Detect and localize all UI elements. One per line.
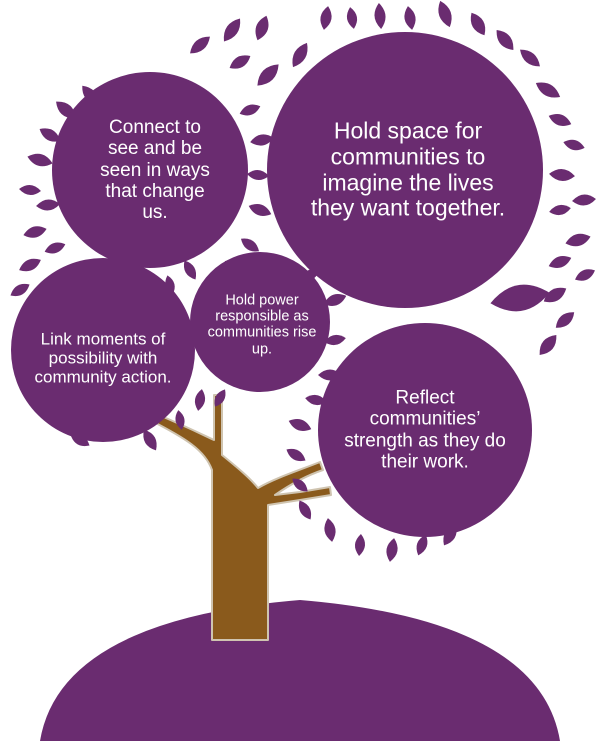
hill [40, 600, 560, 741]
leaf [320, 6, 332, 30]
leaf [286, 448, 306, 462]
leaf [248, 204, 272, 216]
leaf [239, 104, 261, 116]
leaf [298, 500, 312, 520]
bubble-circle-connect [52, 72, 248, 268]
bubble-circle-hold-power [190, 252, 330, 392]
bubble-circle-hold-space [267, 32, 543, 308]
leaf [438, 0, 452, 28]
leaf [496, 30, 514, 50]
bubble-hold-power: Hold power responsible as communities ri… [207, 292, 317, 358]
leaf [292, 478, 308, 492]
leaf [44, 242, 66, 254]
leaf [19, 258, 41, 272]
leaf [247, 170, 269, 180]
bubble-circle-link [11, 258, 195, 442]
leaf [535, 82, 561, 98]
leaf [39, 128, 61, 142]
leaf [386, 538, 398, 562]
leaf [416, 534, 428, 556]
leaf [575, 269, 595, 281]
leaf [288, 419, 312, 431]
leaf [549, 204, 571, 216]
leaf [292, 42, 308, 68]
bubble-link: Link moments of possibility with communi… [34, 329, 172, 387]
leaf [548, 114, 572, 126]
leaf [548, 256, 572, 268]
leaf [490, 284, 550, 312]
leaf [240, 238, 260, 252]
leaf [223, 18, 241, 42]
leaf [257, 64, 279, 86]
leaf [470, 12, 486, 36]
leaf [183, 260, 197, 280]
leaf [549, 169, 575, 181]
leaf [305, 394, 327, 406]
leaf [543, 287, 567, 303]
leaf [555, 312, 575, 328]
leaf [255, 15, 269, 41]
leaf [10, 283, 30, 297]
leaf [355, 534, 365, 556]
leaf [565, 233, 591, 247]
leaf [346, 7, 358, 29]
leaf [36, 199, 60, 211]
bubble-hold-space: Hold space for communities to imagine th… [310, 117, 506, 221]
leaf [229, 55, 251, 69]
leaf [27, 153, 53, 167]
bubble-reflect: Reflect communities’ strength as they do… [344, 387, 506, 473]
leaf [250, 134, 274, 146]
leaf [194, 389, 206, 411]
leaf [324, 334, 346, 346]
leaf [23, 226, 47, 238]
leaf [143, 429, 157, 451]
leaf [214, 389, 226, 407]
bubble-connect: Connect to see and be seen in ways that … [100, 116, 210, 223]
leaf [324, 518, 336, 542]
bubble-circle-reflect [318, 323, 532, 537]
leaf [520, 49, 540, 67]
trunk [149, 394, 332, 641]
leaf [175, 410, 185, 430]
leaf [374, 3, 386, 29]
leaf [539, 335, 557, 355]
leaf [572, 194, 596, 206]
leaf [323, 294, 347, 306]
leaf [19, 185, 41, 195]
leaf [190, 36, 210, 54]
leaf [563, 139, 585, 151]
leaf [404, 6, 416, 30]
